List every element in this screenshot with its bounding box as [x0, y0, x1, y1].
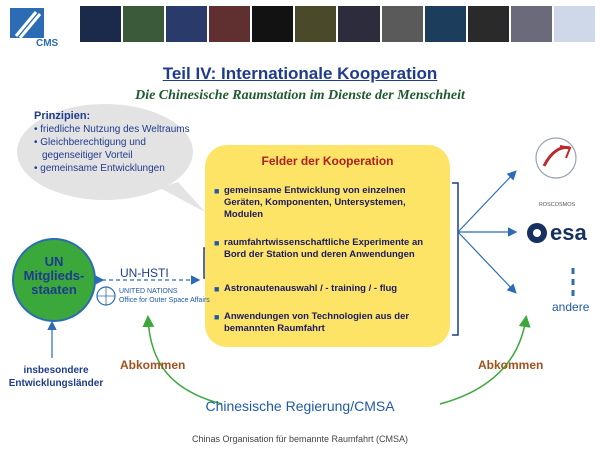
header-photo: [467, 6, 509, 42]
page-subtitle: Die Chinesische Raumstation im Dienste d…: [135, 88, 465, 103]
cooperation-box: [205, 145, 450, 347]
esa-logo-icon: [527, 223, 547, 243]
others-label: andere: [552, 300, 590, 314]
cooperation-item-text: Astronautenauswahl / - training / - flug: [224, 283, 398, 294]
header-photo: [166, 6, 208, 42]
unoosa-emblem-icon: [96, 286, 116, 306]
header-photo: [295, 6, 337, 42]
cooperation-title: Felder der Kooperation: [261, 154, 394, 168]
principles-bubble: [17, 104, 205, 212]
page-title: Teil IV: Internationale Kooperation: [162, 64, 438, 83]
header-photo: [553, 6, 595, 42]
header-photo: [252, 6, 294, 42]
arrow-to-roscosmos: [457, 170, 517, 233]
cooperation-item-text: raumfahrtwissenschaftliche Experimente a…: [224, 237, 424, 260]
header-photo: [424, 6, 466, 42]
cms-logo: CMS: [10, 8, 59, 48]
roscosmos-logo-icon: [535, 137, 577, 179]
arc-left-agreement: [142, 315, 223, 405]
footer-text: Chinas Organisation für bemannte Raumfah…: [191, 434, 409, 444]
unoosa-label: UNITED NATIONS Office for Outer Space Af…: [119, 287, 210, 305]
principle-item: • gemeinsame Entwicklungen: [34, 163, 165, 174]
header-photo: [80, 6, 122, 42]
cooperation-item-text: Anwendungen von Technologien aus der bem…: [224, 311, 410, 334]
un-hsti-label: UN-HSTI: [120, 266, 169, 280]
roscosmos-label: ROSCOSMOS: [538, 202, 576, 208]
cooperation-item-text: gemeinsame Entwicklung von einzelnen Ger…: [224, 185, 406, 220]
principles-heading: Prinzipien:: [34, 110, 91, 122]
principle-item: • friedliche Nutzung des Weltraums: [34, 124, 190, 135]
principle-item: • Gleichberechtigung und gegenseitiger V…: [34, 137, 146, 161]
header-photo: [381, 6, 423, 42]
header-photo: [209, 6, 251, 42]
principles-text: Prinzipien: • friedliche Nutzung des Wel…: [34, 110, 194, 175]
developing-countries-label: insbesondere Entwicklungsländer: [8, 365, 104, 389]
esa-label: esa: [550, 220, 587, 245]
agreement-right-label: Abkommen: [478, 358, 544, 372]
agreement-left-label: Abkommen: [120, 358, 186, 372]
unoosa-line1: UNITED NATIONS: [119, 288, 178, 295]
cooperation-item: ■Astronautenauswahl / - training / - flu…: [214, 283, 398, 294]
header-photo: [338, 6, 380, 42]
header-photo: [510, 6, 552, 42]
header-photo: [123, 6, 165, 42]
cooperation-item: ■Anwendungen von Technologien aus der be…: [214, 311, 410, 334]
un-member-states-label: UN Mitglieds-staaten: [23, 254, 85, 297]
logo-text: CMS: [36, 38, 59, 48]
arrow-to-others: [457, 231, 517, 294]
un-member-states-circle: [12, 238, 96, 322]
right-brace: [452, 182, 459, 336]
cooperation-item: ■gemeinsame Entwicklung von einzelnen Ge…: [214, 185, 406, 220]
unoosa-line2: Office for Outer Space Affairs: [119, 297, 210, 304]
photo-strip: [80, 6, 595, 42]
cooperation-item: ■raumfahrtwissenschaftliche Experimente …: [214, 237, 424, 260]
arc-right-agreement: [439, 315, 531, 405]
government-label: Chinesische Regierung/CMSA: [205, 398, 395, 414]
